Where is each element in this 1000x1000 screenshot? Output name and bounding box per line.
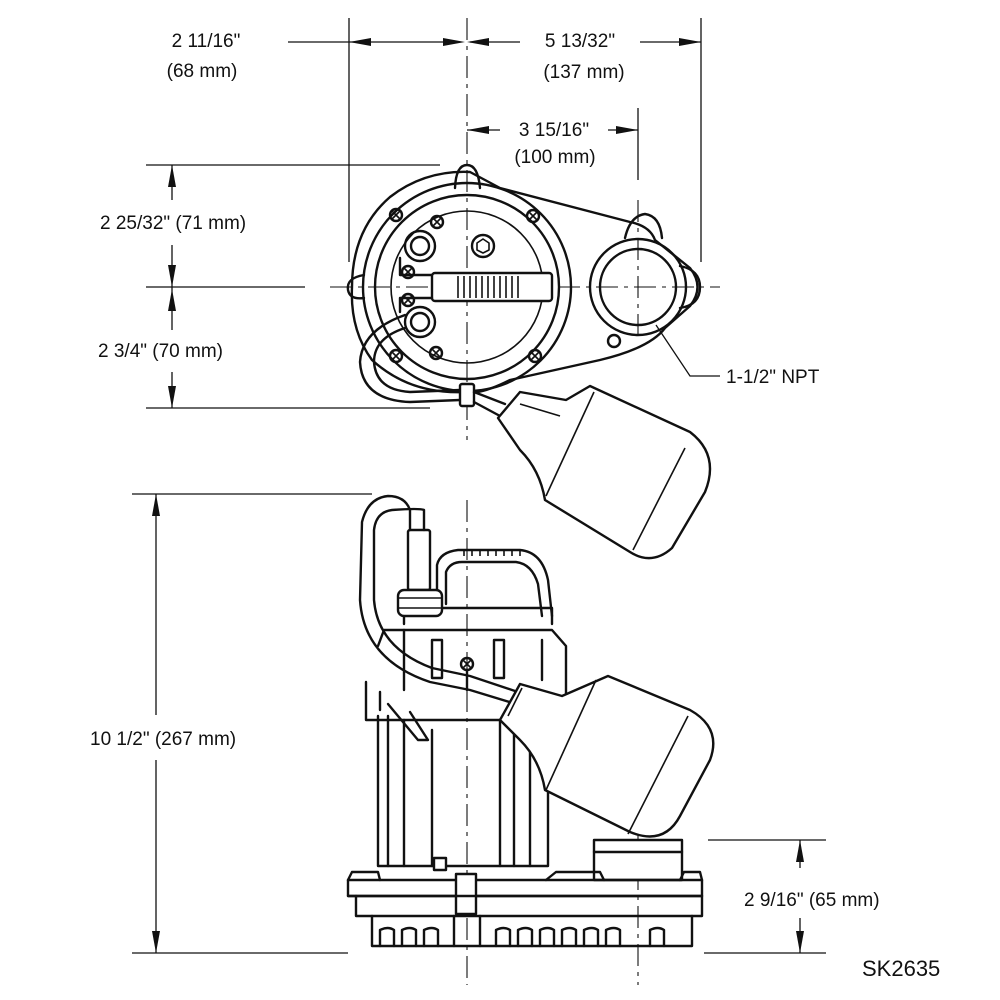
handle-grip-ribs (457, 276, 519, 298)
dim-outlet-offset-mm: (100 mm) (514, 147, 595, 168)
motor-fins (430, 638, 544, 682)
dim-left-width: 2 11/16" (172, 31, 241, 52)
handle-ribs-side (463, 550, 521, 556)
dim-outlet-offset: 3 15/16" (519, 120, 589, 141)
dim-overall-height: 10 1/2" (267 mm) (90, 729, 236, 750)
pump-side-view (346, 494, 715, 985)
screw-icons (388, 207, 543, 364)
dim-left-width-mm: (68 mm) (167, 61, 238, 82)
strainer-slots (370, 914, 694, 948)
pump-top-view (330, 18, 720, 560)
dim-overall-width-mm: (137 mm) (543, 62, 624, 83)
top-view-dimensions: 2 11/16" (68 mm) 5 13/32" (137 mm) 3 15/… (98, 18, 820, 409)
dim-upper-depth: 2 25/32" (71 mm) (100, 213, 246, 234)
dim-base-height: 2 9/16" (65 mm) (744, 890, 880, 911)
outlet-npt-label: 1-1/2" NPT (726, 367, 820, 388)
side-view-dimensions: 10 1/2" (267 mm) 2 9/16" (65 mm) (90, 493, 880, 954)
drawing-number: SK2635 (862, 956, 940, 981)
dim-overall-width: 5 13/32" (545, 31, 615, 52)
dim-lower-depth: 2 3/4" (70 mm) (98, 341, 223, 362)
